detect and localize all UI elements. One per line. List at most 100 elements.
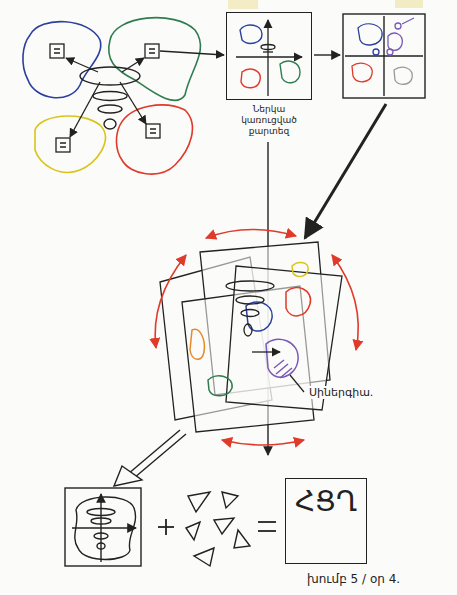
region-blobs [35, 116, 105, 172]
rotation-arrows [155, 255, 186, 348]
result-map [100, 494, 101, 562]
map-box: Ներկա կառուցված քարտեզ [226, 12, 312, 136]
plane-blobs [286, 288, 311, 316]
unit-squares [50, 44, 64, 58]
center-stack [80, 67, 140, 129]
quadrant-box [345, 55, 423, 56]
result-map [87, 509, 115, 516]
map-blobs [280, 61, 300, 83]
plane-blobs [274, 360, 292, 378]
quadrant-blobs [394, 67, 412, 84]
unit-squares [50, 44, 160, 152]
result-map [65, 488, 141, 566]
quadrant-blobs [388, 33, 402, 50]
link-arrows [122, 58, 144, 72]
double-arrow [128, 430, 180, 474]
quadrant-blobs [395, 23, 401, 29]
region-blobs [23, 22, 101, 98]
unit-squares [54, 49, 156, 147]
map-axes [263, 51, 273, 52]
link-arrows [160, 51, 224, 55]
unit-squares [56, 138, 70, 152]
map-axes [236, 56, 302, 57]
center-stack [80, 67, 140, 85]
unit-squares [145, 44, 159, 58]
result-map [72, 527, 136, 528]
callout-leader [290, 375, 304, 392]
link-arrows [66, 51, 224, 137]
map-blobs [241, 69, 260, 88]
plane-blobs [266, 339, 298, 377]
link-arrows [120, 82, 146, 124]
plane-stack [244, 324, 252, 336]
rotation-arrows [206, 229, 296, 238]
triangle-pieces [194, 548, 214, 566]
map-axes [267, 20, 268, 96]
plane-stack [226, 281, 274, 291]
result-map [91, 518, 111, 524]
result-box: ՀՑՂ [285, 478, 367, 564]
thick-arrow [305, 104, 386, 238]
result-map [65, 488, 141, 566]
equals-sign [258, 522, 276, 531]
callout-label: Սիներգիա. [307, 386, 375, 399]
footer-note: խումբ 5 / օր 4. [305, 572, 402, 586]
rotation-arrows [222, 440, 304, 445]
plane-stack [252, 351, 280, 352]
flow-arrow [314, 54, 340, 55]
quadrant-box [343, 14, 425, 98]
center-stack [104, 119, 116, 129]
map-axes [261, 45, 275, 50]
map-axes [236, 20, 302, 96]
tape [228, 0, 423, 9]
plane-blobs [208, 376, 232, 396]
plane-stack [236, 296, 264, 304]
quadrant-blobs [373, 49, 379, 55]
triangle-pieces [186, 522, 200, 540]
map-caption: Ներկա կառուցված քարտեզ [226, 104, 312, 136]
rotation-arrows [155, 229, 358, 445]
stacked-planes [160, 242, 342, 432]
plane-blobs [190, 263, 311, 396]
result-map [94, 533, 108, 539]
tape [228, 0, 258, 9]
quadrant-blobs [402, 18, 414, 24]
region-blobs [116, 105, 192, 174]
triangle-pieces [234, 530, 250, 548]
center-stack [98, 105, 122, 113]
map-blobs [240, 25, 262, 43]
region-blobs [23, 18, 201, 174]
map-blobs [240, 25, 300, 88]
equals-sign [258, 521, 276, 523]
center-stack [93, 92, 127, 101]
plus-sign [165, 519, 167, 535]
link-arrows [66, 58, 98, 72]
rotation-arrows [332, 255, 358, 350]
triangle-pieces [214, 518, 234, 534]
result-text: ՀՑՂ [295, 485, 357, 519]
plane-stack [241, 310, 259, 317]
equals-sign [258, 530, 276, 532]
result-map [97, 543, 105, 549]
plane-stack [226, 281, 280, 352]
box-frame [226, 12, 312, 100]
unit-squares [146, 124, 160, 138]
quadrant-blobs [387, 49, 393, 55]
quadrant-blobs [352, 63, 372, 82]
region-blobs [109, 18, 201, 101]
quadrant-blobs [352, 18, 414, 84]
triangle-pieces [186, 492, 250, 566]
tape [395, 0, 423, 8]
plane-blobs [292, 263, 308, 277]
quadrant-box [343, 14, 425, 98]
plane-blobs [190, 329, 204, 359]
double-arrow [114, 466, 142, 486]
triangle-pieces [222, 492, 238, 508]
link-arrows [70, 82, 100, 137]
quadrant-blobs [358, 24, 382, 45]
double-arrow [114, 430, 186, 486]
double-arrow [134, 434, 186, 478]
plus-sign [158, 519, 174, 535]
